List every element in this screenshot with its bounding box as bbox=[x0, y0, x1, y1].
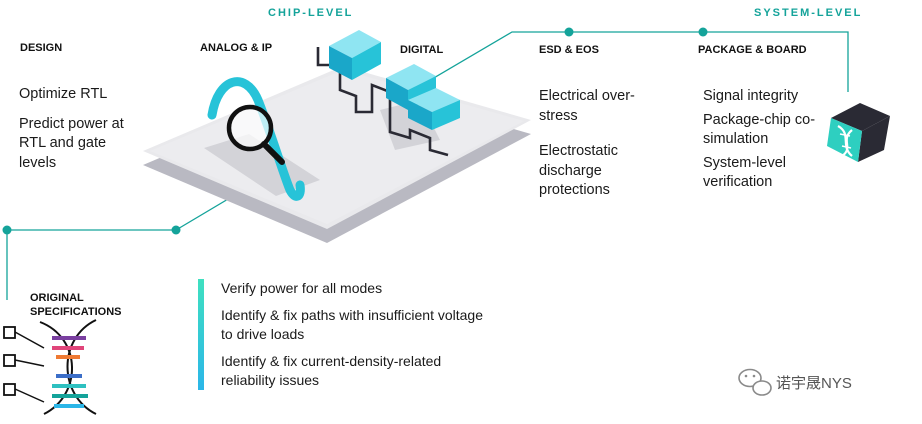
package-board-heading: PACKAGE & BOARD bbox=[698, 44, 807, 56]
wechat-icon bbox=[738, 368, 772, 396]
verification-item: Identify & fix paths with insufficient v… bbox=[221, 306, 483, 343]
esd-item: Electrostatic discharge protections bbox=[539, 143, 618, 198]
verification-item: Identify & fix current-density-related r… bbox=[221, 352, 442, 389]
original-specs-heading: ORIGINAL SPECIFICATIONS bbox=[30, 292, 122, 318]
dna-cube-icon bbox=[827, 103, 890, 162]
magnifier-icon bbox=[226, 104, 285, 165]
esd-eos-list: Electrical over-stress Electrostatic dis… bbox=[539, 87, 659, 211]
spec-dna-icon bbox=[3, 319, 97, 415]
analog-ip-heading: ANALOG & IP bbox=[200, 42, 273, 54]
chip-level-label: CHIP-LEVEL bbox=[268, 7, 354, 19]
flow-node bbox=[171, 225, 181, 235]
watermark-text: 诺宇晟NYS bbox=[776, 375, 852, 392]
digital-block-lower bbox=[386, 64, 460, 130]
design-list: Optimize RTL Predict power at RTL and ga… bbox=[19, 85, 154, 183]
verification-item: Verify power for all modes bbox=[221, 280, 383, 296]
package-item: Signal integrity bbox=[703, 88, 799, 104]
package-board-list: Signal integrity Package-chip co-simulat… bbox=[703, 87, 833, 193]
digital-block-upper bbox=[329, 30, 381, 80]
digital-heading: DIGITAL bbox=[400, 44, 444, 56]
design-item: Optimize RTL bbox=[19, 86, 108, 102]
flow-node bbox=[698, 27, 708, 37]
analog-wave bbox=[207, 77, 305, 201]
verification-accent-bar bbox=[198, 279, 204, 390]
verification-list: Verify power for all modes Identify & fi… bbox=[221, 279, 483, 398]
design-item: Predict power at RTL and gate levels bbox=[19, 115, 124, 171]
flow-node bbox=[2, 225, 12, 235]
system-level-label: SYSTEM-LEVEL bbox=[754, 7, 863, 19]
esd-eos-heading: ESD & EOS bbox=[539, 44, 599, 56]
design-heading: DESIGN bbox=[20, 42, 63, 54]
flow-node bbox=[564, 27, 574, 37]
package-item: System-level verification bbox=[703, 154, 786, 191]
package-item: Package-chip co-simulation bbox=[703, 111, 816, 148]
esd-item: Electrical over-stress bbox=[539, 88, 635, 124]
chip-platform bbox=[143, 66, 531, 243]
